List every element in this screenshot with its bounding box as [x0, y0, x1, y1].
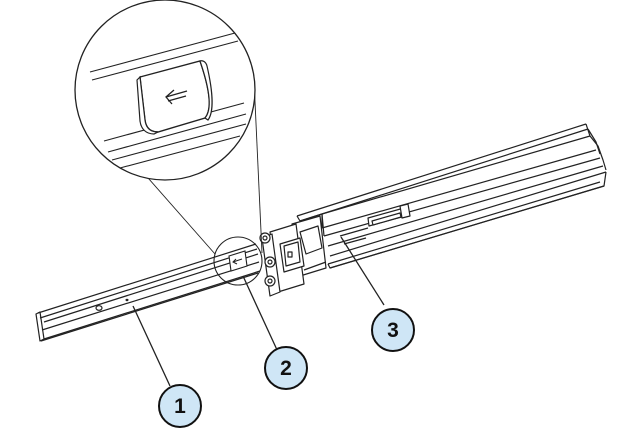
- detail-magnifier: [74, 0, 263, 255]
- release-tab: [228, 250, 248, 272]
- callout-2-label: 2: [280, 357, 292, 380]
- callout-3: 3: [371, 308, 415, 352]
- callout-1: 1: [158, 384, 202, 428]
- inner-rail: [35, 243, 261, 342]
- leader-lines: [132, 236, 385, 387]
- callout-2: 2: [264, 346, 308, 390]
- callout-1-label: 1: [174, 395, 186, 418]
- detail-focus-circle: [213, 236, 263, 286]
- front-bracket: [259, 215, 327, 297]
- callout-3-label: 3: [387, 319, 399, 342]
- left-arrow-icon: [165, 89, 188, 105]
- outer-rail: [296, 123, 607, 269]
- left-arrow-icon: [232, 258, 243, 265]
